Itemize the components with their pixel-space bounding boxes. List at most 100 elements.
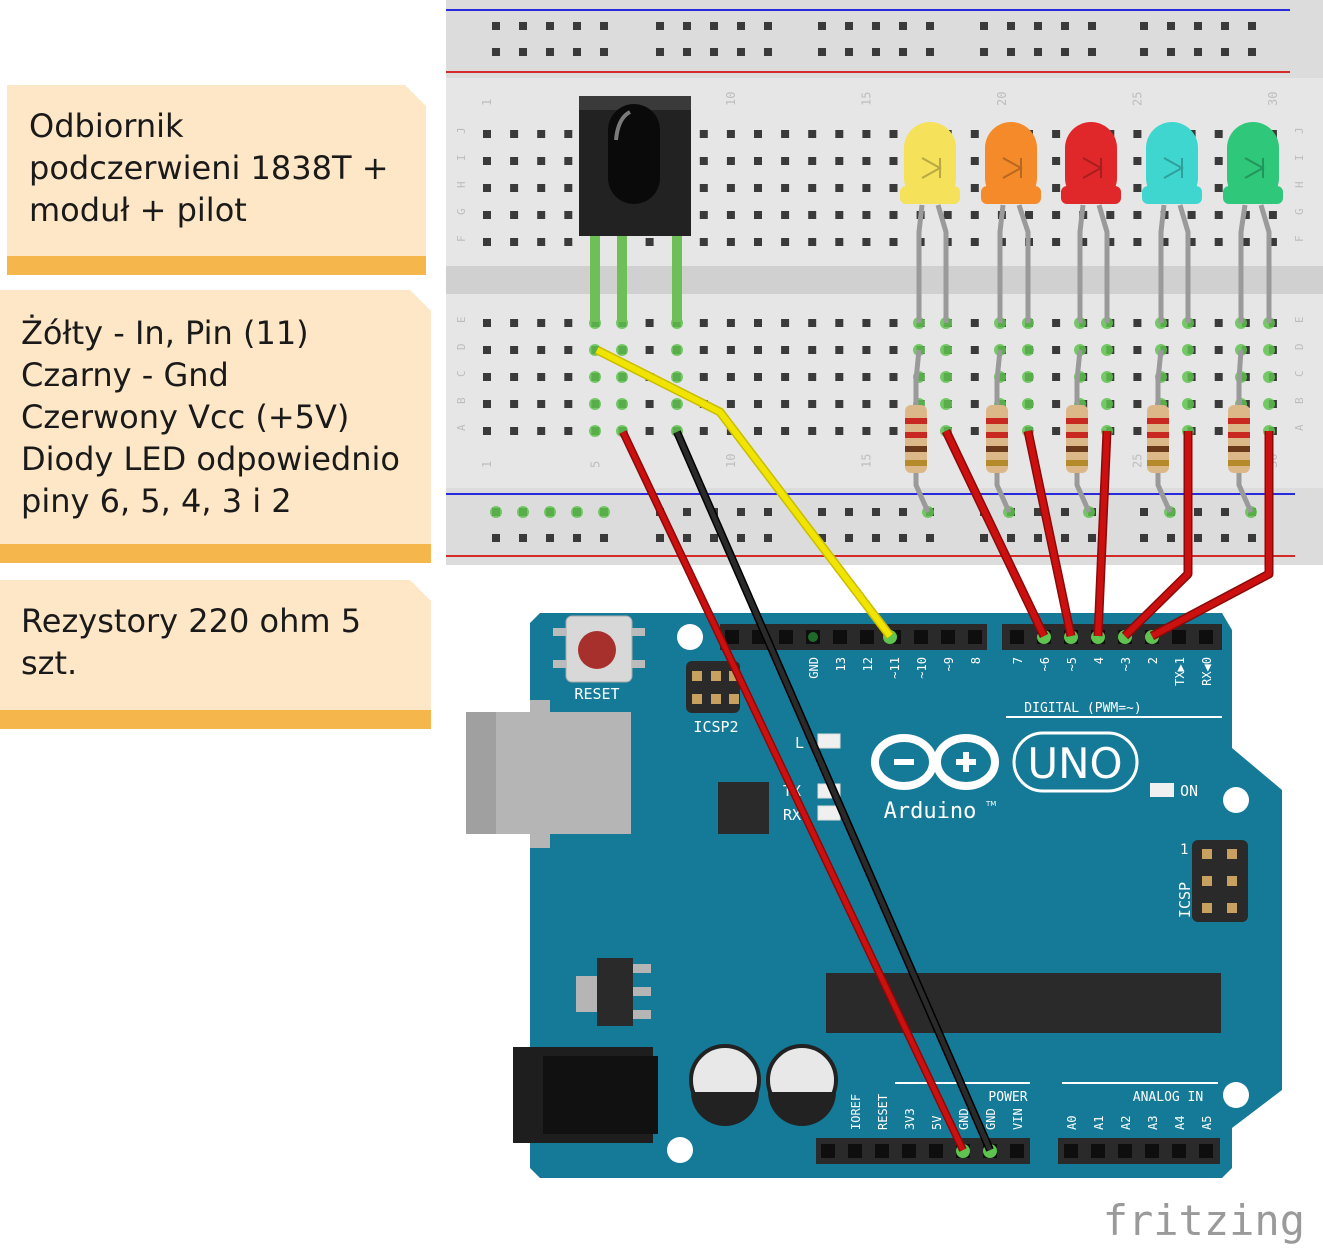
breadboard-hole: [726, 400, 735, 408]
breadboard-hole: [970, 346, 979, 354]
led-rim: [981, 186, 1041, 204]
center-channel: [446, 266, 1323, 294]
led-leg: [1096, 204, 1110, 323]
connected-hole: [671, 398, 683, 410]
breadboard-hole: [510, 238, 519, 246]
rail-hole: [710, 22, 718, 30]
breadboard-hole: [754, 184, 762, 192]
row-letter: I: [1293, 154, 1306, 161]
rail-hole: [764, 534, 772, 542]
voltage-regulator: [597, 958, 633, 1026]
analog-pin-label: A1: [1092, 1116, 1106, 1130]
rail-hole: [1167, 22, 1175, 30]
reset-button-cap[interactable]: [578, 631, 616, 669]
breadboard-hole: [537, 238, 546, 246]
connected-hole: [940, 344, 952, 356]
rx-label: RX: [783, 806, 801, 824]
breadboard-hole: [970, 238, 979, 246]
breadboard-hole: [970, 211, 979, 219]
breadboard-hole: [510, 130, 519, 138]
led-leg: [1158, 204, 1167, 323]
row-letter: D: [1293, 343, 1306, 350]
row-letter: G: [1293, 208, 1306, 215]
resistor-band: [1228, 432, 1250, 438]
digital-label: DIGITAL (PWM=~): [1024, 701, 1141, 716]
breadboard-hole: [1133, 346, 1142, 354]
capacitor-right: [766, 1044, 838, 1126]
power-pin-label: GND: [984, 1108, 998, 1130]
usb-connector-edge: [466, 712, 496, 834]
row-letter: H: [455, 181, 468, 188]
breadboard-hole: [645, 319, 654, 327]
reset-leg: [553, 628, 566, 636]
led-wires: [941, 429, 1274, 640]
led-die: [1163, 157, 1185, 179]
connected-hole: [1263, 371, 1275, 383]
breadboard-hole: [862, 184, 871, 192]
breadboard-hole: [1133, 157, 1142, 165]
breadboard-hole: [645, 346, 654, 354]
note-bottom-bar: [0, 710, 431, 729]
breadboard-hole: [726, 373, 735, 381]
connected-hole: [616, 398, 628, 410]
digital-pin-label: ~11: [888, 657, 902, 679]
resistor-band: [905, 460, 927, 466]
breadboard-hole: [835, 184, 844, 192]
digital-pin-label: TX▶1: [1173, 657, 1187, 686]
breadboard-hole: [1052, 319, 1061, 327]
rail-hole: [573, 22, 581, 30]
leds: [900, 122, 1283, 323]
ir-receiver: [579, 96, 691, 322]
breadboard-hole: [564, 319, 573, 327]
rail-hole: [980, 22, 988, 30]
black-ground-wire: [674, 431, 993, 1151]
rail-hole: [1140, 508, 1148, 516]
breadboard-hole: [699, 319, 708, 327]
breadboard-hole: [754, 373, 762, 381]
led-rim: [1061, 186, 1121, 204]
rail-hole: [492, 22, 500, 30]
power-label: POWER: [988, 1090, 1027, 1105]
breadboard-hole: [1214, 319, 1223, 327]
resistor-band: [986, 460, 1008, 466]
power-pin-label: VIN: [1011, 1108, 1025, 1130]
resistor-band: [1228, 418, 1250, 424]
rail-hole: [546, 22, 554, 30]
connected-hole: [1022, 371, 1034, 383]
breadboard-hole: [1133, 184, 1142, 192]
rail-hole: [899, 508, 907, 516]
rail-hole: [737, 48, 745, 56]
digital-pin-label: 12: [861, 657, 875, 671]
resistor-band: [1147, 432, 1169, 438]
logo-minus: [894, 759, 914, 765]
analog-label: ANALOG IN: [1133, 1090, 1203, 1105]
resistor-band: [986, 418, 1008, 424]
breadboard-hole: [862, 238, 871, 246]
breadboard-hole: [835, 346, 844, 354]
rail-hole: [764, 508, 772, 516]
breadboard-hole: [537, 130, 546, 138]
breadboard-hole: [1052, 211, 1061, 219]
breadboard-hole: [754, 238, 762, 246]
logo-text: Arduino: [884, 799, 977, 824]
connected-hole: [671, 344, 683, 356]
rail-hole: [1007, 48, 1015, 56]
resistors: [905, 349, 1254, 514]
power-jack-body: [543, 1056, 658, 1134]
pin-marker: [808, 632, 818, 642]
breadboard-hole: [781, 184, 790, 192]
breadboard-hole: [970, 427, 979, 435]
breadboard-hole: [537, 400, 546, 408]
digital-pin-label: 4: [1092, 657, 1106, 664]
connected-hole: [589, 425, 601, 437]
breadboard-hole: [483, 319, 491, 327]
breadboard-hole: [754, 319, 762, 327]
icsp2-pin: [711, 694, 721, 704]
breadboard-hole: [537, 211, 546, 219]
breadboard-hole: [699, 238, 708, 246]
column-number: 15: [859, 92, 873, 106]
rail-hole: [764, 48, 772, 56]
connected-hole: [616, 344, 628, 356]
rail-hole: [737, 534, 745, 542]
